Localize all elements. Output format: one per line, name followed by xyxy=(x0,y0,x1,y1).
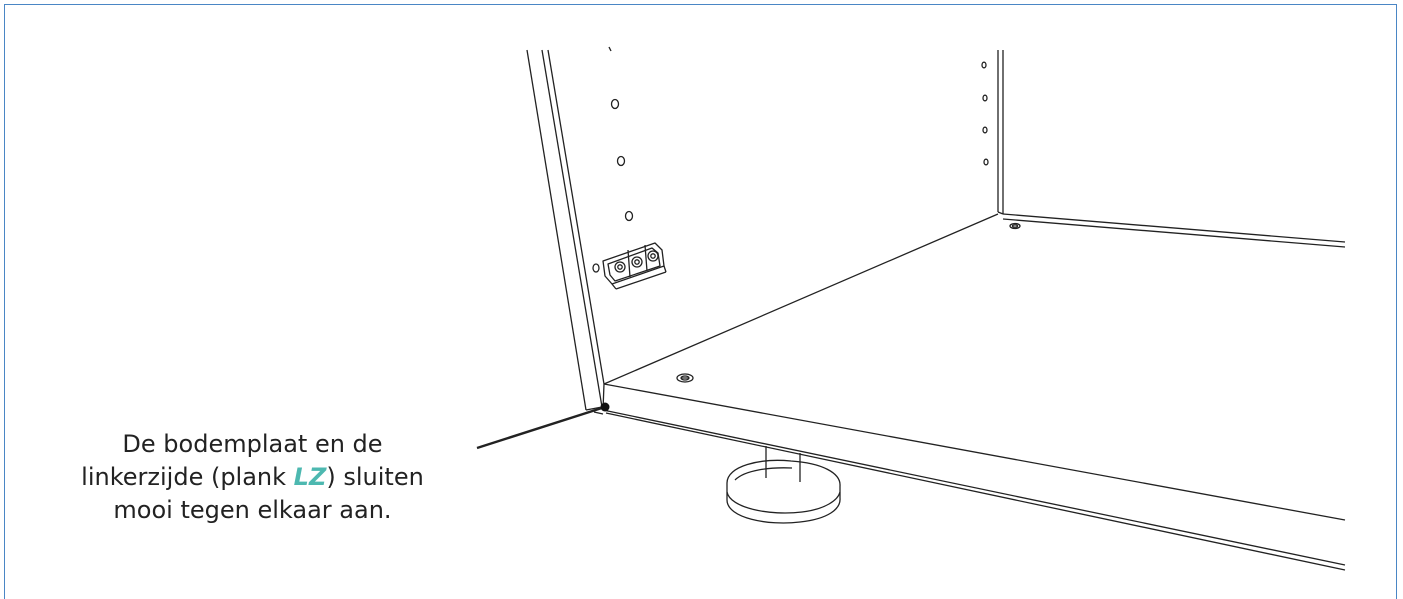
caption-line-1: De bodemplaat en de xyxy=(122,430,383,458)
caption-line-2: linkerzijde (plank LZ) sluiten xyxy=(0,461,505,494)
back-bottom-edge xyxy=(1002,213,1346,248)
caption-line-2-end: ) sluiten xyxy=(326,463,424,491)
left-side-panel xyxy=(526,49,605,411)
hinge-plate xyxy=(602,242,667,290)
caption-line-3: mooi tegen elkaar aan. xyxy=(113,496,392,524)
caption-line-2-start: linkerzijde (plank xyxy=(81,463,294,491)
bottom-plate-screws xyxy=(676,222,1021,383)
adjustable-foot xyxy=(726,446,841,524)
instruction-caption: De bodemplaat en de linkerzijde (plank L… xyxy=(0,428,505,527)
callout-leader-line xyxy=(476,405,606,450)
shelf-pin-holes-right xyxy=(981,61,989,166)
shelf-pin-holes-left xyxy=(592,46,634,273)
diagram-frame xyxy=(4,4,1397,599)
back-right-panel xyxy=(997,50,1004,215)
part-code-label: LZ xyxy=(293,463,327,491)
bottom-plate xyxy=(593,213,1346,571)
callout-dot xyxy=(600,402,610,412)
